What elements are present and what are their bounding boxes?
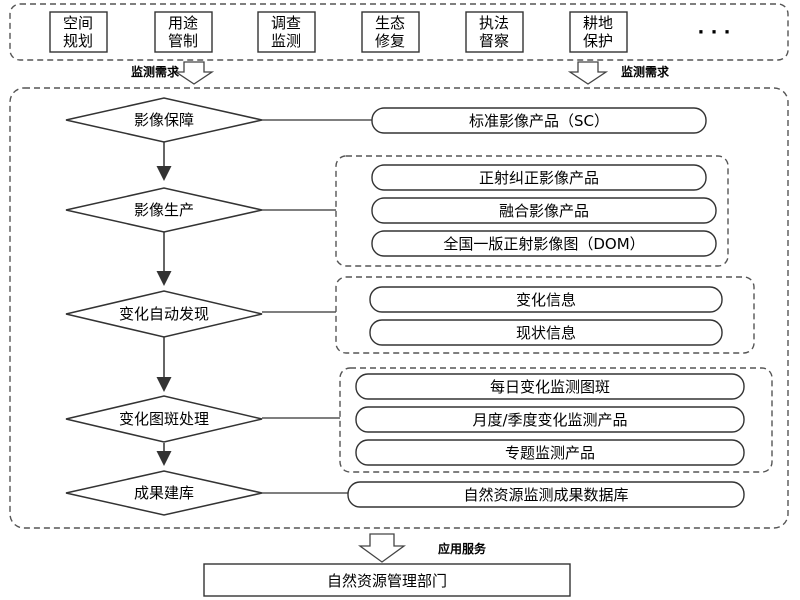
output-results-database: 自然资源监测成果数据库 xyxy=(347,481,745,508)
demand-arrow-left xyxy=(173,61,215,85)
workflow-container xyxy=(9,87,789,529)
process-step-change-detection: 变化自动发现 xyxy=(65,290,263,338)
output-national-dom: 全国一版正射影像图（DOM） xyxy=(371,230,717,257)
requirement-line2: 修复 xyxy=(375,32,405,50)
requirement-line1: 生态 xyxy=(375,14,405,32)
requirements-container xyxy=(9,3,789,61)
process-step-imagery-production: 影像生产 xyxy=(65,187,263,233)
department-label: 自然资源管理部门 xyxy=(327,572,447,590)
process-step-imagery-guarantee: 影像保障 xyxy=(65,97,263,143)
output-label: 现状信息 xyxy=(516,324,576,342)
output-label: 变化信息 xyxy=(516,291,576,309)
process-step-label: 变化自动发现 xyxy=(119,305,209,323)
service-label: 应用服务 xyxy=(438,541,487,556)
process-step-label: 影像生产 xyxy=(134,201,194,219)
output-label: 月度/季度变化监测产品 xyxy=(472,411,627,429)
requirement-box-farmland-protection: 耕地 保护 xyxy=(569,11,628,53)
output-label: 标准影像产品（SC） xyxy=(469,112,609,130)
output-label: 自然资源监测成果数据库 xyxy=(463,486,628,504)
requirement-line2: 规划 xyxy=(63,32,93,50)
requirement-line2: 督察 xyxy=(479,32,509,50)
requirement-line2: 管制 xyxy=(168,32,198,50)
requirement-box-ecological-restoration: 生态 修复 xyxy=(361,11,420,53)
more-ellipsis: · · · xyxy=(697,22,730,43)
output-thematic-products: 专题监测产品 xyxy=(355,439,745,466)
output-monthly-quarterly-products: 月度/季度变化监测产品 xyxy=(355,406,745,433)
output-change-info: 变化信息 xyxy=(369,286,723,313)
requirement-box-survey-monitoring: 调查 监测 xyxy=(257,11,316,53)
output-fused-imagery: 融合影像产品 xyxy=(371,197,717,224)
output-group-production xyxy=(335,155,729,267)
process-step-label: 变化图斑处理 xyxy=(119,410,209,428)
output-label: 正射纠正影像产品 xyxy=(479,169,599,187)
natural-resources-department-box: 自然资源管理部门 xyxy=(203,563,571,597)
output-status-info: 现状信息 xyxy=(369,319,723,346)
output-label: 每日变化监测图斑 xyxy=(490,378,610,396)
process-step-label: 成果建库 xyxy=(134,484,194,502)
requirement-line1: 用途 xyxy=(168,14,198,32)
process-step-patch-processing: 变化图斑处理 xyxy=(65,395,263,443)
output-standard-imagery: 标准影像产品（SC） xyxy=(371,107,707,134)
requirement-line2: 监测 xyxy=(271,32,301,50)
output-group-patch xyxy=(339,367,773,473)
requirement-box-law-enforcement: 执法 督察 xyxy=(465,11,524,53)
output-label: 全国一版正射影像图（DOM） xyxy=(443,235,644,253)
demand-arrow-right xyxy=(567,61,609,85)
output-label: 融合影像产品 xyxy=(499,202,589,220)
requirement-line1: 调查 xyxy=(271,14,301,32)
requirement-line1: 耕地 xyxy=(583,14,613,32)
output-daily-patches: 每日变化监测图斑 xyxy=(355,373,745,400)
output-label: 专题监测产品 xyxy=(505,444,595,462)
process-step-database-building: 成果建库 xyxy=(65,470,263,516)
requirement-line1: 空间 xyxy=(63,14,93,32)
requirement-box-use-control: 用途 管制 xyxy=(154,11,213,53)
requirement-box-spatial-planning: 空间 规划 xyxy=(49,11,108,53)
output-orthorectified-imagery: 正射纠正影像产品 xyxy=(371,164,707,191)
process-step-label: 影像保障 xyxy=(134,111,194,129)
output-group-detection xyxy=(335,276,755,354)
requirement-line1: 执法 xyxy=(479,14,509,32)
demand-label-left: 监测需求 xyxy=(131,64,180,79)
service-arrow xyxy=(358,533,406,563)
requirement-line2: 保护 xyxy=(583,32,613,50)
demand-label-right: 监测需求 xyxy=(621,64,670,79)
